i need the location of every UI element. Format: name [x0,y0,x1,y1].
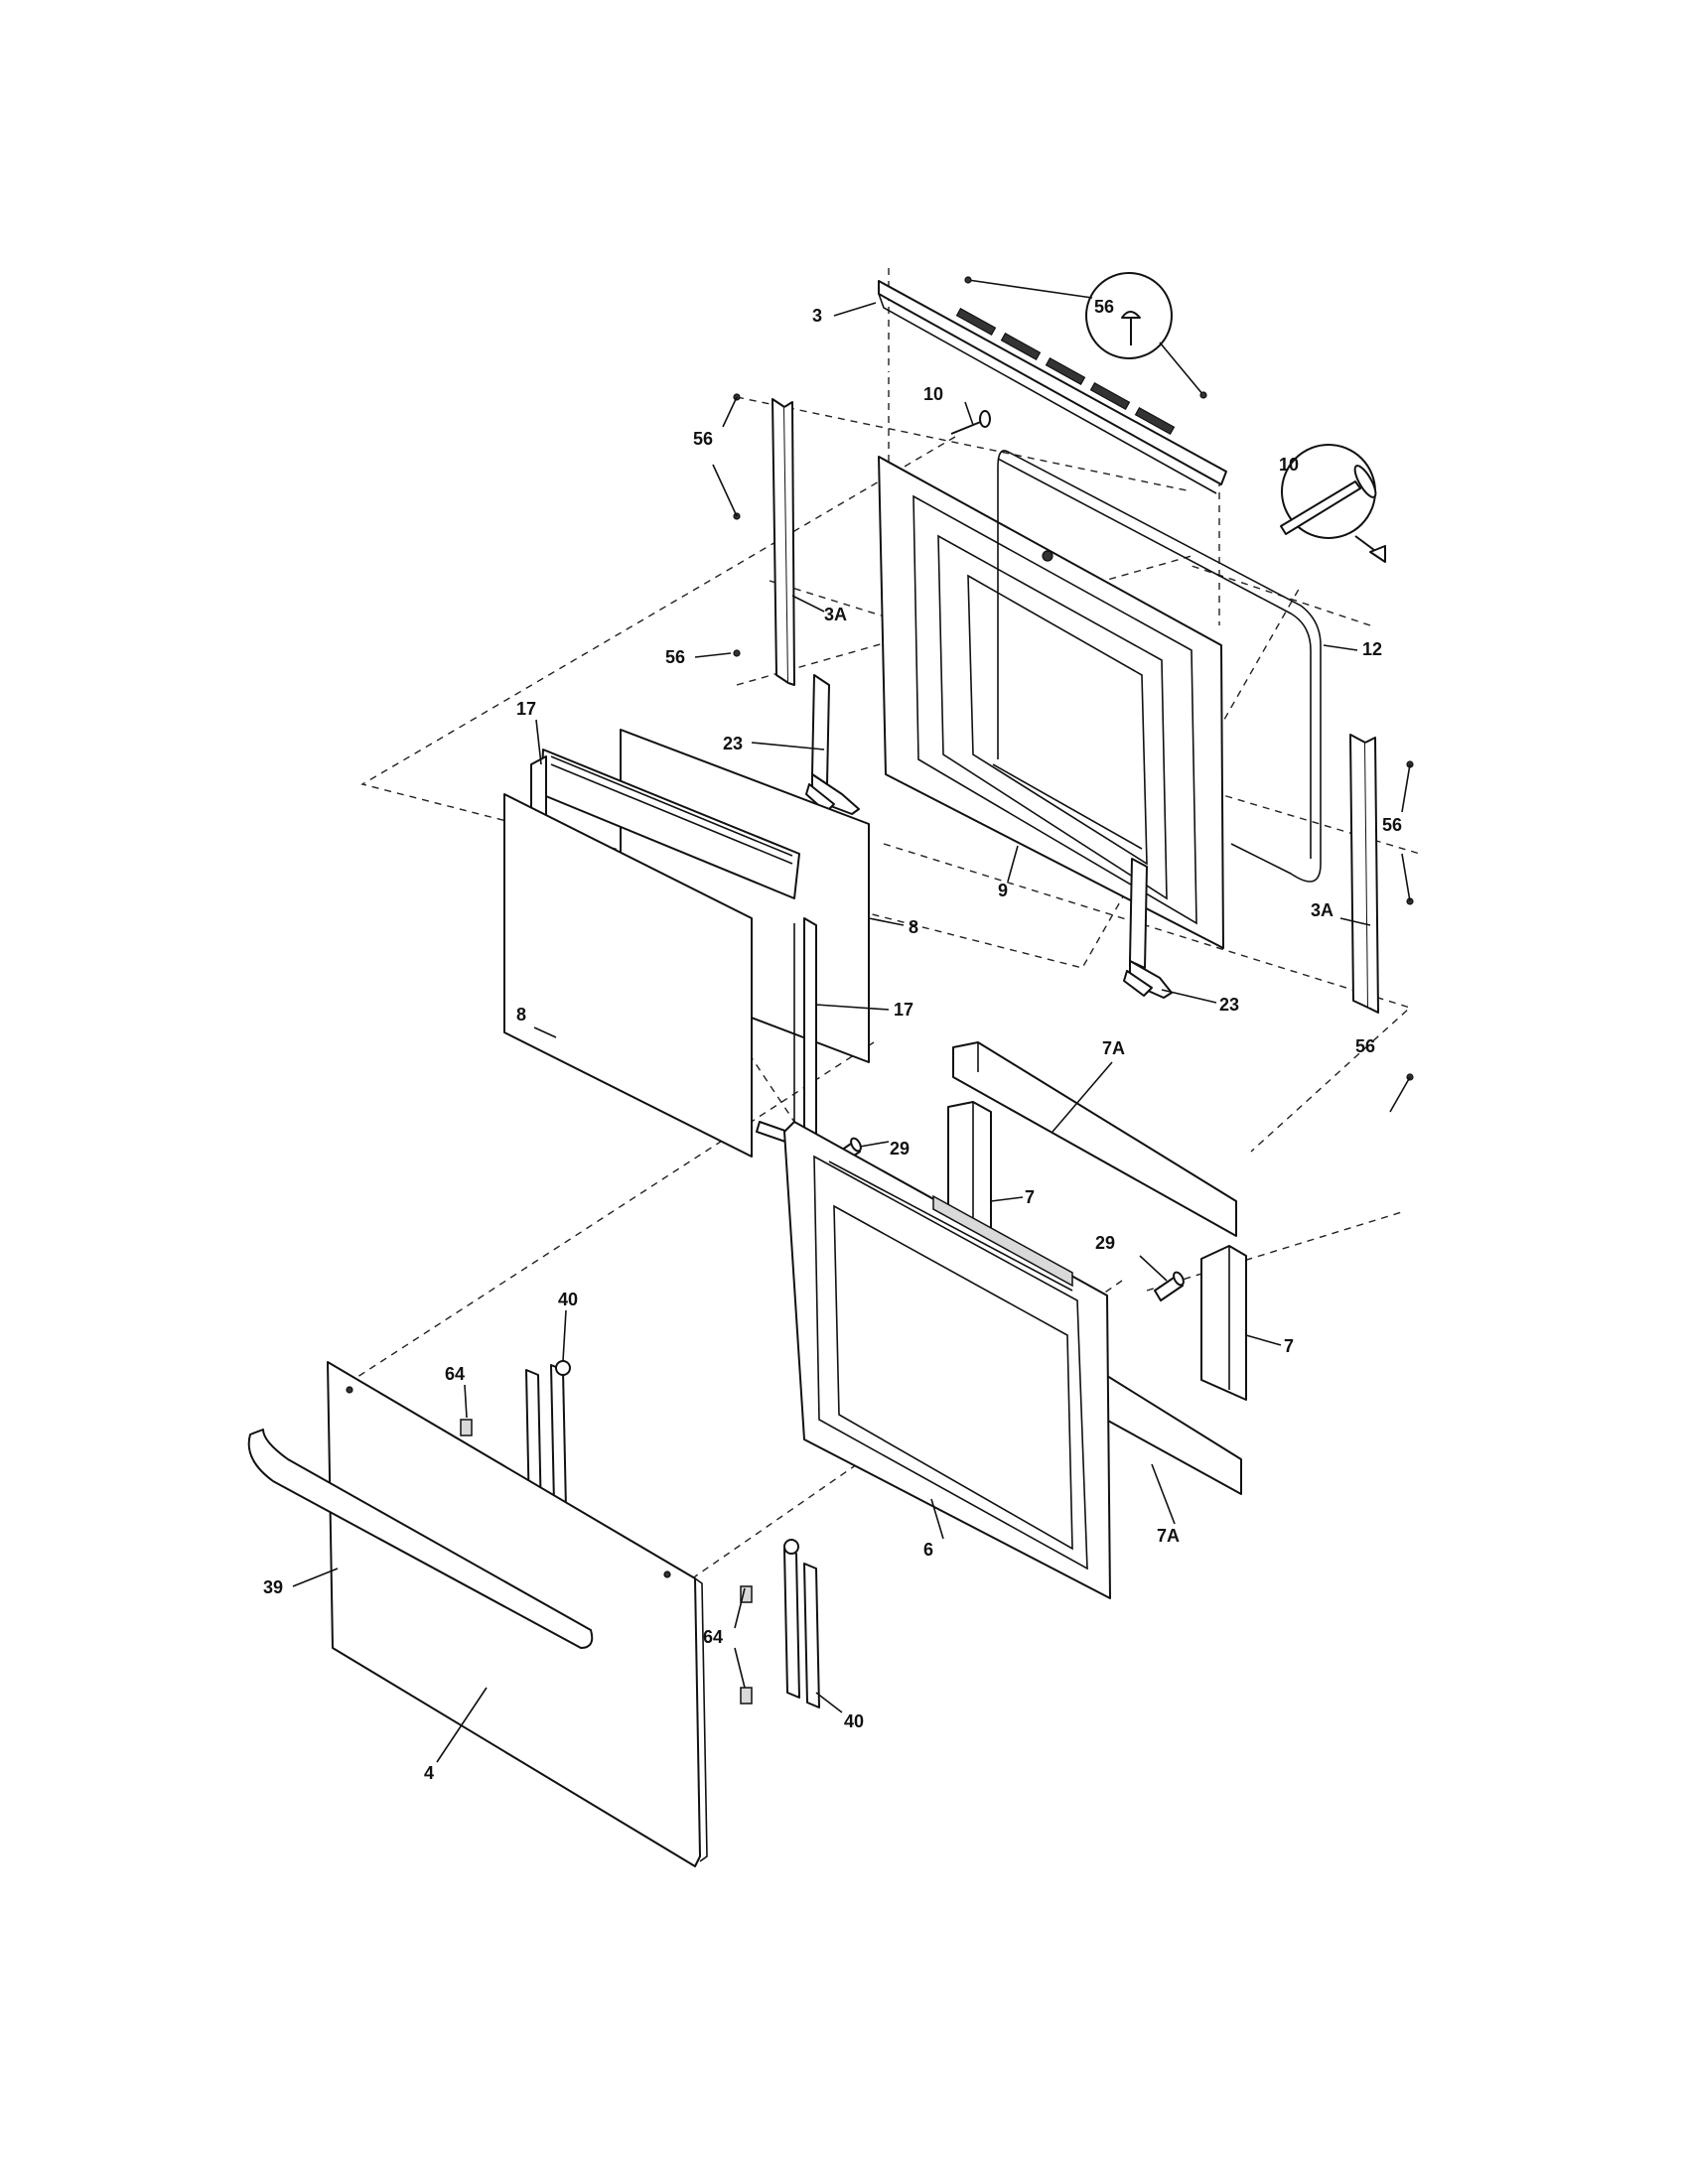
callout-10-small: 10 [923,384,943,404]
callout-7-right: 7 [1284,1336,1294,1356]
insulation-7-right [1200,1245,1247,1401]
bumper-64-lower [740,1687,753,1705]
callout-7a-top: 7A [1102,1038,1125,1058]
callout-7a-bottom: 7A [1157,1526,1180,1546]
callout-40-lower: 40 [844,1711,864,1731]
callout-3a-right: 3A [1311,900,1333,920]
callout-12: 12 [1362,639,1382,659]
door-gasket [997,450,1322,883]
callout-23-right: 23 [1219,995,1239,1015]
callout-39: 39 [263,1577,283,1597]
glass-panel-front [503,793,753,1158]
screw-10 [950,410,991,435]
callout-56-right-lower: 56 [1355,1036,1375,1056]
callout-29-lower: 29 [1095,1233,1115,1253]
callout-6: 6 [923,1540,933,1560]
callout-3a-left: 3A [824,605,847,624]
callout-9: 9 [998,881,1008,900]
callout-17-upper: 17 [516,699,536,719]
hinge-right [1123,858,1173,999]
callout-17-lower: 17 [894,1000,913,1020]
callout-64-lower: 64 [703,1627,723,1647]
bumper-64-middle [740,1585,753,1603]
outer-door-panel [327,1361,708,1867]
side-trim-right [1349,734,1414,1113]
screw-detail-circle-10 [1280,444,1386,563]
callout-8-front: 8 [516,1005,526,1024]
callout-56-right-upper: 56 [1382,815,1402,835]
inner-door-frame [878,456,1224,949]
callout-40-upper: 40 [558,1290,578,1309]
callout-29-upper: 29 [890,1139,910,1159]
screw-detail-circle-56 [964,272,1207,399]
callout-56-left-top: 56 [693,429,713,449]
door-liner [783,1121,1111,1599]
door-handle [247,1429,594,1649]
callout-23-left: 23 [723,734,743,753]
callout-56-left-mid: 56 [665,647,685,667]
callout-56-detail: 56 [1094,297,1114,317]
callout-leaders [292,302,1371,1763]
callout-7-left: 7 [1025,1187,1035,1207]
side-trim-left [712,393,795,686]
callout-4: 4 [424,1763,434,1783]
callout-64-upper: 64 [445,1364,465,1384]
bracket-40-lower [783,1539,820,1708]
callout-10-detail: 10 [1279,455,1299,475]
callout-labels: 3 56 10 56 10 3A 12 56 17 23 56 9 8 3A 1… [263,297,1402,1783]
pin-29-lower [1154,1271,1185,1301]
top-vent-trim [878,280,1227,494]
callout-3: 3 [812,306,822,326]
bumper-64-upper [460,1419,473,1436]
insulation-7a-top [952,1041,1237,1237]
callout-8-rear: 8 [909,917,918,937]
hinge-left [805,674,860,815]
